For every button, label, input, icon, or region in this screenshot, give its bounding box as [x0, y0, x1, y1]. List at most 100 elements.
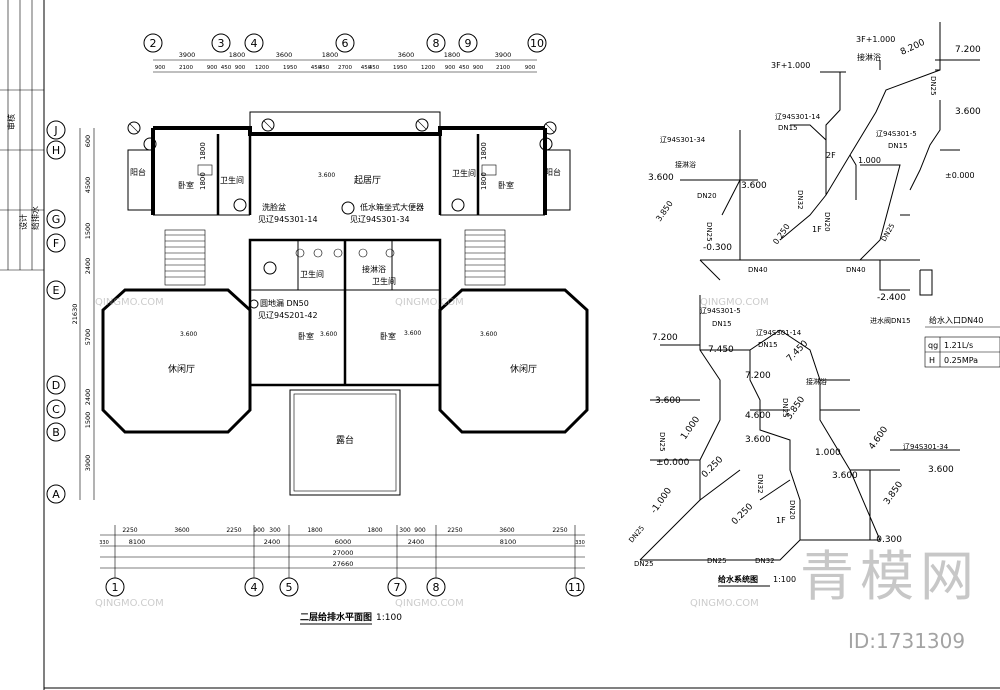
sys-label-e0250b: 0.250	[700, 455, 725, 480]
room-woshi-left: 卧室	[178, 180, 194, 190]
sys-label-e0250c: 0.250	[730, 502, 755, 527]
dim-top1-7: 3900	[495, 51, 512, 59]
room-woshi-c2: 卧室	[380, 331, 396, 341]
legend-qg-symbol: qg	[928, 341, 938, 350]
room-woshi-right: 卧室	[498, 180, 514, 190]
dim-bot1-11: 3600	[499, 527, 514, 534]
dim-top2-16: 450	[459, 65, 470, 71]
room-weisheng-left: 卫生间	[220, 175, 244, 185]
dim-top2-5: 900	[235, 65, 246, 71]
axis-bubble-C: C	[52, 403, 60, 416]
sys-label-dn25g: DN25	[707, 557, 727, 565]
sys-label-jinshui: 进水阀DN15	[870, 316, 911, 325]
sys-label-e3850a: 3.850	[654, 199, 675, 223]
dim-top2-15: 900	[445, 65, 456, 71]
sys-label-dn25d: DN25	[781, 398, 789, 418]
level-4: 3.600	[480, 331, 497, 338]
dim-bot1-10: 2250	[447, 527, 462, 534]
legend-table: 给水入口DN40 qg 1.21L/s H 0.25MPa	[924, 315, 1000, 368]
axis-bubble-E: E	[53, 284, 60, 297]
dim-top2-1: 900	[155, 65, 166, 71]
legend-h-symbol: H	[929, 356, 935, 365]
label-floordrain: 圆地漏 DN50	[260, 298, 309, 308]
water-supply-system: 给水入口DN40 qg 1.21L/s H 0.25MPa 3F+1.0003F…	[627, 22, 1000, 587]
dim-left-8: 3900	[84, 455, 92, 472]
sys-label-dn25f: DN25	[627, 524, 646, 544]
sys-label-e4600a: 4.600	[745, 411, 771, 421]
sys-label-em0300b: -0.300	[873, 535, 902, 545]
axis-bubble-A: A	[52, 488, 60, 501]
sys-label-e7450a: 7.450	[708, 345, 734, 355]
sys-label-dn25h: DN25	[634, 560, 654, 568]
dim-bot2-2: 2400	[264, 538, 281, 546]
dim-top2-7: 1950	[283, 65, 297, 71]
dim-top1-1: 3900	[179, 51, 196, 59]
sys-label-e8200: 8.200	[899, 38, 927, 58]
dim-bot1-6: 1800	[307, 527, 322, 534]
side-label-2: 设计	[18, 214, 28, 230]
plan-walls	[101, 111, 589, 496]
legend-h-value: 0.25MPa	[944, 356, 978, 365]
axis-left: J H G F E D C B A 600 4500 1500 2400 570…	[46, 120, 95, 504]
axis-bubble-6: 6	[342, 37, 349, 50]
dim-top2-19: 900	[525, 65, 536, 71]
dim-bot-end-left: 330	[99, 540, 109, 546]
level-5: 3.600	[404, 330, 421, 337]
axis-bubble-b7: 7	[394, 581, 401, 594]
dim-top2-6: 1200	[255, 65, 269, 71]
side-label-1: 审核	[6, 114, 16, 130]
room-woshi-c1: 卧室	[298, 331, 314, 341]
dim-bot2-4: 2400	[408, 538, 425, 546]
dim-left-total: 21630	[71, 304, 79, 325]
level-2: 3.600	[180, 331, 197, 338]
dim-bot-total2: 27660	[333, 560, 354, 568]
watermark-domain-2: QINGMO.COM	[395, 297, 464, 308]
room-weisheng-c2: 卫生间	[372, 276, 396, 286]
room-xiuxian-right: 休闲厅	[510, 363, 537, 375]
dim-bot1-1: 2250	[122, 527, 137, 534]
sys-label-dn25b: DN25	[929, 76, 937, 96]
sys-label-e3600c: 3.600	[955, 107, 981, 117]
sys-label-ref14b: 辽94S301-14	[756, 329, 802, 337]
watermark-domain-5: QINGMO.COM	[395, 598, 464, 609]
small-dim-2: 1800	[199, 172, 207, 190]
axis-bubble-4: 4	[251, 37, 258, 50]
axis-bubble-b11: 11	[568, 581, 582, 594]
dim-bot-end-right: 330	[575, 540, 585, 546]
watermark-domain-4: QINGMO.COM	[95, 598, 164, 609]
small-dim-4: 1800	[480, 172, 488, 190]
room-yangtai-right: 阳台	[545, 167, 561, 177]
dim-bot1-2: 3600	[174, 527, 189, 534]
sys-label-ref14a: 辽94S301-14	[775, 113, 821, 121]
dim-top2-8: 450	[311, 65, 322, 71]
axis-bubble-8: 8	[433, 37, 440, 50]
level-3: 3.600	[320, 331, 337, 338]
sys-label-f2: 2F	[826, 151, 836, 160]
sys-label-e0250a: 0.250	[771, 222, 792, 246]
sys-label-dn25e: DN25	[658, 432, 666, 452]
sys-label-f1b: 1F	[776, 516, 786, 525]
room-qijuting: 起居厅	[354, 175, 381, 186]
dim-top2-18: 2100	[496, 65, 510, 71]
axis-bubble-J: J	[53, 124, 57, 137]
sys-label-linyu2: 接淋浴	[675, 160, 696, 169]
axis-bubble-b4: 4	[251, 581, 258, 594]
dim-top1-5: 3600	[398, 51, 415, 59]
axis-bubble-2: 2	[150, 37, 157, 50]
dim-bot1-3: 2250	[226, 527, 241, 534]
dim-top1-3: 3600	[276, 51, 293, 59]
axis-bubble-b8: 8	[433, 581, 440, 594]
watermark-id: ID:1731309	[848, 629, 965, 653]
sys-label-e0000a: ±0.000	[945, 171, 975, 180]
dim-top2-17: 900	[473, 65, 484, 71]
dim-bot2-1: 8100	[129, 538, 146, 546]
dim-bot2-3: 6000	[335, 538, 352, 546]
side-label-3: 给排水	[30, 206, 40, 230]
dim-top1-4: 1800	[322, 51, 339, 59]
sys-label-dn20b: DN20	[823, 212, 831, 232]
dim-bot1-7: 1800	[367, 527, 382, 534]
dim-bot1-12: 2250	[552, 527, 567, 534]
